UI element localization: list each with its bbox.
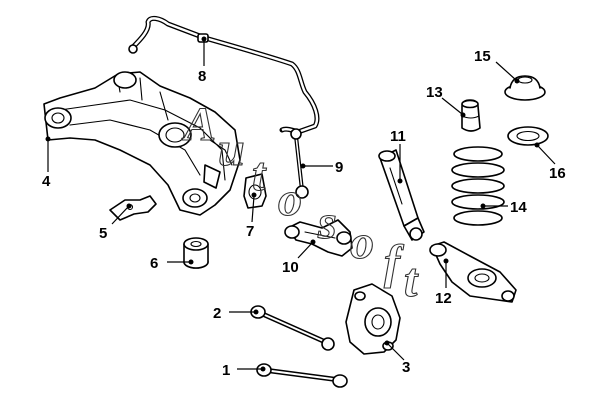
svg-text:t: t — [404, 254, 419, 307]
coil-spring — [451, 146, 505, 226]
callout-5: 5 — [99, 225, 107, 242]
callout-13: 13 — [426, 84, 443, 101]
callout-labels: 1 2 3 4 5 6 7 8 9 10 11 12 13 14 15 16 — [42, 48, 566, 379]
callout-3: 3 — [402, 359, 410, 376]
callout-6: 6 — [150, 255, 158, 272]
callout-4: 4 — [42, 173, 51, 190]
stabilizer-bushing-bracket — [243, 173, 267, 209]
svg-text:o: o — [350, 216, 374, 269]
subframe-bushing — [183, 237, 209, 269]
callout-9: 9 — [335, 159, 343, 176]
stabilizer-link — [290, 128, 309, 199]
callout-1: 1 — [222, 362, 230, 379]
watermark: A u t o s o f t — [180, 97, 419, 307]
svg-text:t: t — [252, 148, 267, 201]
callout-2: 2 — [213, 305, 221, 322]
spring-lower-arm — [429, 241, 517, 303]
svg-text:o: o — [278, 173, 302, 226]
mounting-bracket — [109, 195, 157, 221]
lower-lateral-rod — [256, 363, 348, 388]
rear-crossmember — [43, 71, 241, 216]
callout-10: 10 — [282, 259, 299, 276]
callout-8: 8 — [198, 68, 206, 85]
callout-16: 16 — [549, 165, 566, 182]
callout-7: 7 — [246, 223, 254, 240]
callout-14: 14 — [510, 199, 527, 216]
callout-12: 12 — [435, 290, 452, 307]
svg-text:f: f — [384, 236, 404, 289]
rear-knuckle — [345, 283, 401, 355]
spring-insulator — [507, 126, 549, 146]
shock-absorber — [378, 149, 425, 241]
svg-text:s: s — [317, 196, 337, 249]
callout-11: 11 — [390, 128, 406, 145]
svg-text:u: u — [218, 123, 245, 176]
bump-stop — [461, 99, 481, 132]
leader-lines — [45, 36, 556, 372]
svg-text:A: A — [181, 98, 216, 151]
upper-lateral-rod — [250, 305, 335, 351]
callout-15: 15 — [474, 48, 491, 65]
upper-spring-seat — [504, 75, 546, 101]
lower-control-arm — [284, 219, 353, 257]
